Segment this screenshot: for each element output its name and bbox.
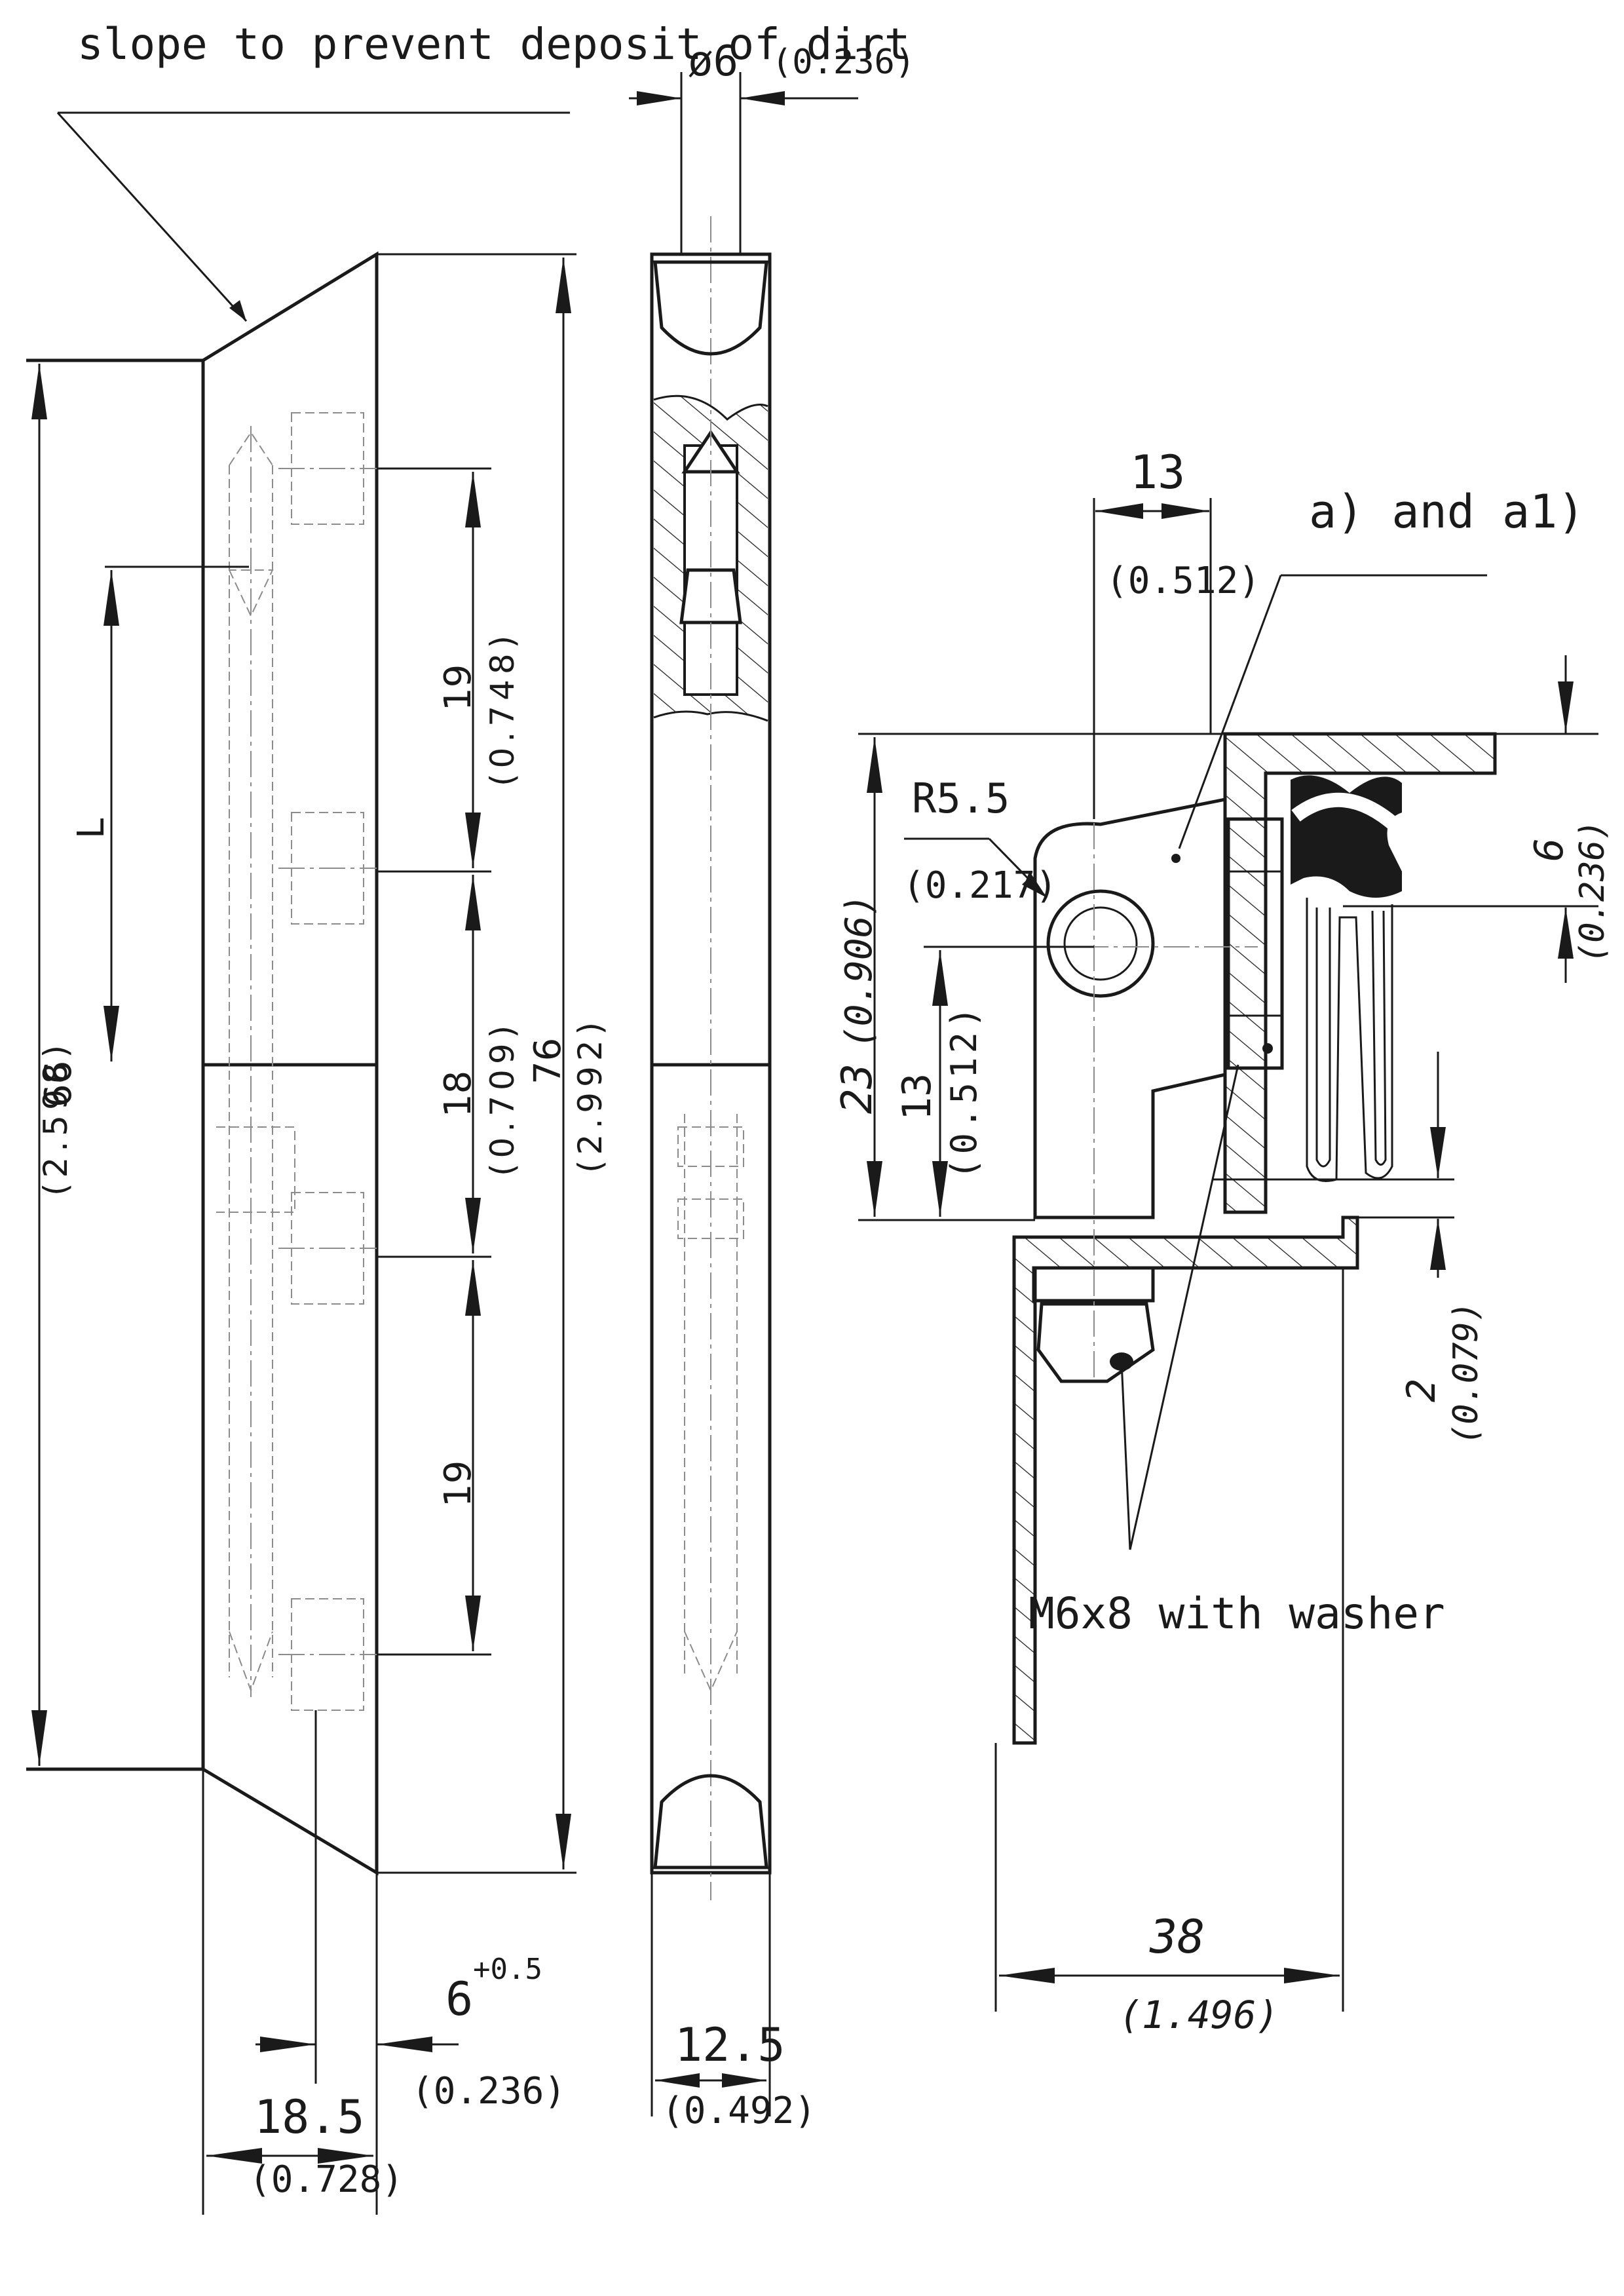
dim-76-inch: (2.992) [571, 1017, 609, 1173]
dim-76: 76 [527, 1038, 569, 1084]
dim-18-5: 18.5 [254, 2090, 365, 2144]
dim-12-5: 12.5 [675, 2018, 785, 2072]
dim-dia-6-inch: (0.236) [772, 43, 915, 82]
dim-2-inch: (0.079) [1446, 1301, 1486, 1445]
dim-6-seal: 6 [1526, 838, 1572, 862]
dim-38-inch: (1.496) [1119, 1993, 1279, 2037]
dim-6-seal-inch: (0.236) [1573, 820, 1612, 963]
dim-19-bottom: 19 [437, 1461, 480, 1507]
slope-note-text: slope to prevent deposit of dirt [77, 19, 911, 69]
bottom-nut [1036, 1302, 1155, 1383]
dim-13-top: 13 [1130, 446, 1185, 499]
dim-18-5-inch: (0.728) [249, 2158, 404, 2201]
dim-18-inch: (0.709) [483, 1020, 521, 1176]
pin-bottom-cap [653, 1774, 768, 1869]
hinge-pin-view: ø6 (0.236) 12.5 (0.492) [629, 37, 915, 2132]
hidden-screw-holes [278, 412, 377, 1711]
slope-note: slope to prevent deposit of dirt [56, 19, 911, 322]
seal-profile [1291, 775, 1402, 1182]
dim-23: 23 [833, 1063, 882, 1114]
dim-2: 2 [1399, 1379, 1445, 1402]
dim-38: 38 [1149, 1910, 1205, 1964]
dim-12-5-inch: (0.492) [662, 2090, 816, 2132]
dim-6: 6 [445, 1972, 473, 2026]
washer [1032, 1266, 1155, 1303]
dim-6-tolerance: +0.5 [473, 1953, 542, 1986]
screw-note: M6x8 with washer [1029, 1588, 1445, 1639]
dim-19-top: 19 [437, 664, 480, 711]
dim-L: L [70, 818, 113, 839]
dim-66-inch: (2.598) [37, 1040, 75, 1196]
hinge-knuckle [1033, 797, 1227, 1219]
dim-dia-6: ø6 [688, 37, 738, 86]
dim-66: 66 [37, 1061, 80, 1107]
dim-13-top-inch: (0.512) [1106, 560, 1260, 602]
door-nut [1226, 817, 1284, 1070]
dim-6-inch: (0.236) [411, 2070, 566, 2113]
dim-r5-5: R5.5 [912, 775, 1010, 822]
dim-13-vertical-inch: (0.512) [943, 1003, 985, 1179]
hinge-leaf-view: 66 (2.598) L 19 (0.748) 18 (0.709) 19 76… [26, 251, 609, 2215]
dim-13-vertical: 13 [894, 1073, 940, 1120]
dim-18: 18 [437, 1071, 480, 1117]
dim-23-inch: (0.906) [838, 894, 880, 1048]
pin-top-cap [653, 260, 768, 356]
dim-19-top-inch: (0.748) [483, 630, 521, 786]
installed-section-view: a) and a1) 13 (0.512) R5.5 (0.217) 23 (0… [833, 446, 1612, 2037]
seal-note: a) and a1) [1309, 485, 1585, 539]
